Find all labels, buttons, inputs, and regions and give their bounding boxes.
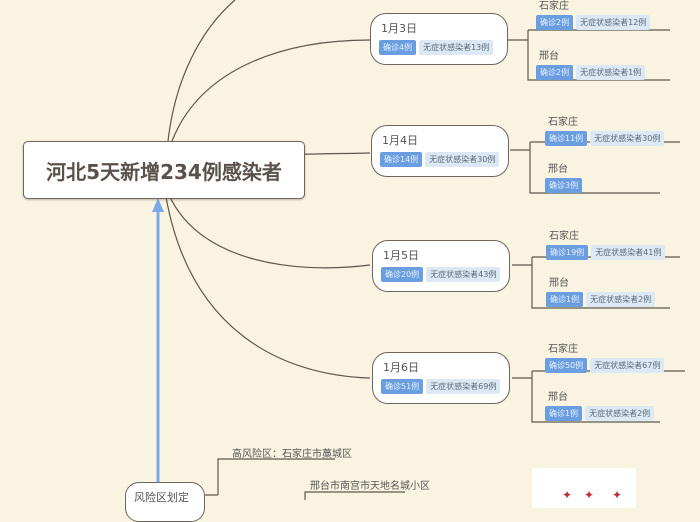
asymptomatic-tag: 无症状感染者43例 [426, 267, 501, 282]
city-node[interactable]: 石家庄 确诊19例 无症状感染者41例 [546, 227, 666, 260]
root-node[interactable]: 河北5天新增234例感染者 [23, 141, 305, 199]
confirmed-tag: 确诊11例 [545, 131, 588, 146]
day-node-jan5[interactable]: 1月5日 确诊20例 无症状感染者43例 [372, 240, 510, 292]
city-name: 邢台 [539, 51, 559, 62]
confirmed-tag: 确诊51例 [381, 379, 424, 394]
city-node[interactable]: 石家庄 确诊11例 无症状感染者30例 [545, 113, 665, 146]
medium-risk-area[interactable]: 邢台市南宫市天地名城小区 [310, 481, 430, 492]
confirmed-tag: 确诊3例 [545, 178, 583, 193]
day-node-jan4[interactable]: 1月4日 确诊14例 无症状感染者30例 [371, 125, 509, 177]
asymptomatic-tag: 无症状感染者69例 [426, 379, 501, 394]
red-figure-icon: ✦ [562, 488, 573, 502]
confirmed-tag: 确诊1例 [545, 406, 583, 421]
city-node[interactable]: 邢台 确诊2例 无症状感染者1例 [536, 47, 646, 80]
city-name: 石家庄 [548, 344, 578, 355]
day-title: 1月6日 [383, 361, 419, 374]
city-node[interactable]: 石家庄 确诊50例 无症状感染者67例 [545, 340, 665, 373]
high-risk-area[interactable]: 高风险区：石家庄市藁城区 [232, 449, 352, 460]
day-node-jan3[interactable]: 1月3日 确诊4例 无症状感染者13例 [370, 13, 508, 65]
confirmed-tag: 确诊2例 [536, 15, 574, 30]
red-figure-icon: ✦ [584, 488, 595, 502]
confirmed-tag: 确诊19例 [546, 245, 589, 260]
day-title: 1月4日 [382, 134, 418, 147]
confirmed-tag: 确诊2例 [536, 65, 574, 80]
city-name: 石家庄 [549, 231, 579, 242]
confirmed-tag: 确诊20例 [381, 267, 424, 282]
day-node-jan6[interactable]: 1月6日 确诊51例 无症状感染者69例 [372, 352, 510, 404]
asymptomatic-tag: 无症状感染者41例 [591, 245, 666, 260]
arrow-icon [152, 198, 164, 482]
city-node[interactable]: 石家庄 确诊2例 无症状感染者12例 [536, 0, 651, 30]
city-node[interactable]: 邢台 确诊1例 无症状感染者2例 [546, 274, 656, 307]
asymptomatic-tag: 无症状感染者30例 [590, 131, 665, 146]
city-name: 石家庄 [539, 1, 569, 12]
risk-zone-node[interactable]: 风险区划定 [125, 482, 205, 522]
asymptomatic-tag: 无症状感染者12例 [576, 15, 651, 30]
confirmed-tag: 确诊1例 [546, 292, 584, 307]
confirmed-tag: 确诊50例 [545, 358, 588, 373]
asymptomatic-tag: 无症状感染者67例 [590, 358, 665, 373]
city-node[interactable]: 邢台 确诊3例 [545, 160, 583, 193]
city-name: 邢台 [549, 278, 569, 289]
day-title: 1月3日 [381, 22, 417, 35]
confirmed-tag: 确诊14例 [380, 152, 423, 167]
confirmed-tag: 确诊4例 [379, 40, 417, 55]
city-name: 邢台 [548, 164, 568, 175]
thumbnail-image: ✦ ✦ ✦ [532, 468, 636, 508]
city-name: 石家庄 [548, 117, 578, 128]
asymptomatic-tag: 无症状感染者13例 [419, 40, 494, 55]
asymptomatic-tag: 无症状感染者1例 [576, 65, 646, 80]
asymptomatic-tag: 无症状感染者2例 [585, 406, 655, 421]
city-name: 邢台 [548, 392, 568, 403]
city-node[interactable]: 邢台 确诊1例 无症状感染者2例 [545, 388, 655, 421]
asymptomatic-tag: 无症状感染者30例 [425, 152, 500, 167]
day-title: 1月5日 [383, 249, 419, 262]
red-figure-icon: ✦ [612, 488, 623, 502]
asymptomatic-tag: 无症状感染者2例 [586, 292, 656, 307]
